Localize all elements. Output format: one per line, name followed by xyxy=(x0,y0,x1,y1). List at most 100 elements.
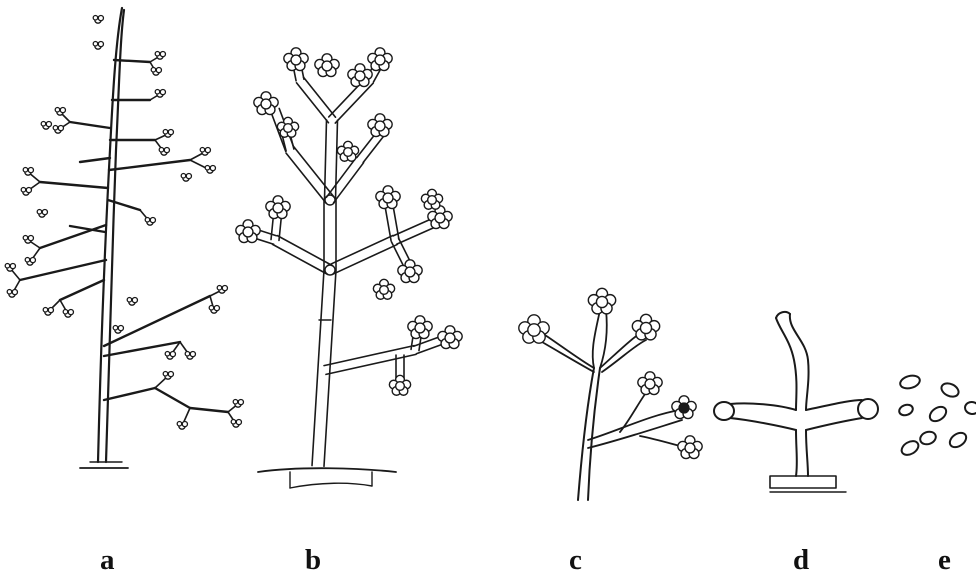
conidia-cluster xyxy=(277,117,298,137)
branch-wall xyxy=(542,342,594,372)
substrate-line xyxy=(258,468,396,472)
lateral-branch xyxy=(60,280,104,300)
conidium-circle xyxy=(160,90,165,95)
branch-tip xyxy=(43,308,53,316)
conidia-cluster xyxy=(421,189,442,209)
conidium-circle xyxy=(21,188,25,192)
conidium-circle xyxy=(528,324,540,336)
branch-tip xyxy=(23,168,33,176)
conidium-circle xyxy=(685,443,695,453)
hypha-wall xyxy=(294,147,334,197)
conidium-circle xyxy=(10,264,15,269)
conidia-cluster xyxy=(519,315,549,343)
conidium-circle xyxy=(236,420,241,425)
conidium-circle xyxy=(25,258,29,262)
conidium-circle xyxy=(261,99,271,109)
branch-tip xyxy=(209,306,219,314)
conidium-ellipse xyxy=(939,381,960,399)
conidium-circle xyxy=(355,71,365,81)
conidium-circle xyxy=(181,174,185,178)
panel-a-drawing xyxy=(5,8,243,468)
branch-tip xyxy=(185,352,195,360)
conidium-circle xyxy=(164,148,169,153)
conidium-circle xyxy=(98,16,103,21)
panel-e-label: e xyxy=(938,546,951,575)
conidium-circle xyxy=(405,267,415,277)
swollen-tip xyxy=(858,399,878,419)
branch-tip xyxy=(25,258,35,266)
conidium-circle xyxy=(68,310,73,315)
branch-wall xyxy=(620,390,648,432)
conidia-cluster xyxy=(266,196,290,219)
branch-tip xyxy=(159,148,169,156)
conidia-cluster xyxy=(428,206,452,229)
panel-d-drawing xyxy=(714,312,878,492)
conidium-circle xyxy=(48,308,53,313)
conidium-circle xyxy=(209,306,213,310)
conidia-cluster xyxy=(254,92,278,115)
conidium-circle xyxy=(205,166,209,170)
branch-tip xyxy=(7,290,17,298)
lateral-branch xyxy=(190,408,228,412)
conidium-circle xyxy=(93,42,97,46)
conidia-cluster xyxy=(315,54,339,77)
conidium-circle xyxy=(596,296,607,307)
conidium-circle xyxy=(159,148,163,152)
lateral-branch xyxy=(80,158,110,162)
conidia-cluster xyxy=(408,316,432,339)
conidium-circle xyxy=(344,148,353,157)
conidium-circle xyxy=(53,126,57,130)
lateral-branch xyxy=(70,122,110,128)
branch-tip xyxy=(113,326,123,334)
conidium-circle xyxy=(428,196,437,205)
conidium-dark xyxy=(679,403,689,413)
conidium-circle xyxy=(383,193,393,203)
branch-tip xyxy=(165,352,175,360)
conidium-ellipse xyxy=(898,403,915,417)
conidium-circle xyxy=(155,90,159,94)
branch-tip xyxy=(93,42,103,50)
conidium-circle xyxy=(243,227,253,237)
hypha-wall xyxy=(312,270,324,466)
conidium-circle xyxy=(435,213,445,223)
conidium-circle xyxy=(640,322,651,333)
conidium-circle xyxy=(60,108,65,113)
panel-b-drawing xyxy=(236,48,462,488)
conidium-circle xyxy=(205,148,210,153)
branch-tip xyxy=(37,210,47,218)
swollen-tip xyxy=(714,402,734,420)
horizontal-arm xyxy=(806,418,862,430)
branch-tip xyxy=(53,126,63,134)
conidium-circle xyxy=(127,298,131,302)
conidium-circle xyxy=(170,352,175,357)
hypha-tube xyxy=(324,346,416,375)
conidium-circle xyxy=(156,68,161,73)
conidium-circle xyxy=(37,210,41,214)
conidium-circle xyxy=(46,122,51,127)
conidium-circle xyxy=(132,298,137,303)
conidium-circle xyxy=(210,166,215,171)
hypha-wall xyxy=(324,346,414,366)
conidium-circle xyxy=(113,326,117,330)
conidium-circle xyxy=(63,310,67,314)
branch-tip xyxy=(151,68,161,76)
panel-b-label: b xyxy=(305,546,321,575)
substrate-line xyxy=(290,483,372,488)
substrate-block xyxy=(770,476,836,488)
conidia-cluster xyxy=(373,279,394,299)
conidium-circle xyxy=(118,326,123,331)
conidium-circle xyxy=(380,286,389,295)
conidium-circle xyxy=(93,16,97,20)
conidia-cluster xyxy=(337,141,358,161)
conidium-circle xyxy=(375,55,385,65)
conidium-circle xyxy=(182,422,187,427)
conidium-circle xyxy=(273,203,283,213)
conidium-circle xyxy=(200,148,204,152)
conidium-circle xyxy=(190,352,195,357)
conidia-cluster xyxy=(376,186,400,209)
lateral-branch xyxy=(104,296,210,346)
lateral-branch xyxy=(108,200,140,210)
conidia-cluster xyxy=(438,326,462,349)
vertical-arm xyxy=(776,318,797,410)
